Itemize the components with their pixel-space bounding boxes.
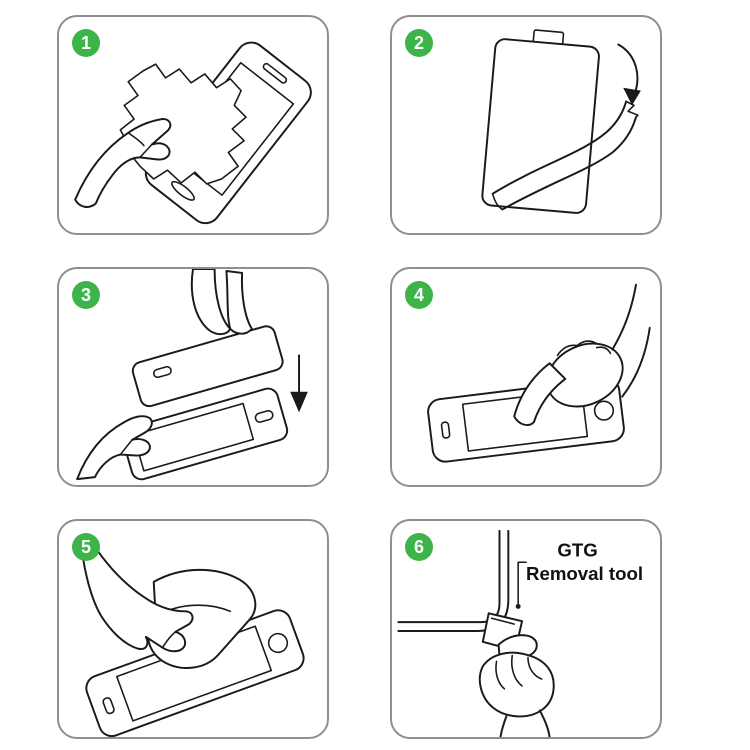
cleaning-cloth-icon [119, 63, 247, 185]
step-number-badge: 1 [72, 29, 100, 57]
pinching-fingers-icon [190, 269, 253, 336]
step-panel-5: 5 [57, 519, 329, 739]
smooth-with-cloth-icon [82, 533, 305, 737]
curved-arrow-icon [617, 43, 641, 106]
step-number: 5 [81, 537, 91, 557]
step-panel-1: 1 [57, 15, 329, 235]
hand-icon [478, 634, 555, 737]
step-number-badge: 4 [405, 281, 433, 309]
wipe-phone-with-cloth-icon [74, 41, 312, 225]
step-number: 1 [81, 33, 91, 53]
step-number-badge: 2 [405, 29, 433, 57]
tool-label-line1: GTG [557, 539, 597, 560]
protector-outline [131, 325, 284, 408]
badge-circle [405, 533, 433, 561]
instruction-sheet: 1 2 [57, 15, 662, 739]
press-screen-icon [427, 283, 651, 463]
step-number-badge: 3 [72, 281, 100, 309]
step-number: 2 [414, 33, 424, 53]
label-leader-line [515, 561, 527, 609]
badge-circle [72, 533, 100, 561]
step-panel-4: 4 [390, 267, 662, 487]
hand-icon [82, 533, 194, 653]
step-number: 3 [81, 285, 91, 305]
peeling-film-icon [491, 100, 639, 211]
down-arrow-icon [290, 354, 308, 413]
badge-circle [72, 281, 100, 309]
hand-icon [74, 118, 172, 208]
peel-backing-film-icon [481, 29, 641, 214]
tool-label-line2: Removal tool [526, 563, 643, 584]
step-panel-3: 3 [57, 267, 329, 487]
step-number-badge: 6 [405, 533, 433, 561]
badge-circle [405, 281, 433, 309]
hand-icon [76, 415, 153, 481]
step-number: 6 [414, 537, 424, 557]
protector-outline [481, 29, 600, 214]
step-number: 4 [414, 285, 424, 305]
step-panel-6: GTG Removal tool 6 [390, 519, 662, 739]
badge-circle [405, 29, 433, 57]
pressing-hand-icon [513, 283, 651, 426]
align-protector-icon [76, 269, 308, 481]
step-number-badge: 5 [72, 533, 100, 561]
badge-circle [72, 29, 100, 57]
step-panel-2: 2 [390, 15, 662, 235]
removal-tool-icon: GTG Removal tool [397, 529, 643, 737]
